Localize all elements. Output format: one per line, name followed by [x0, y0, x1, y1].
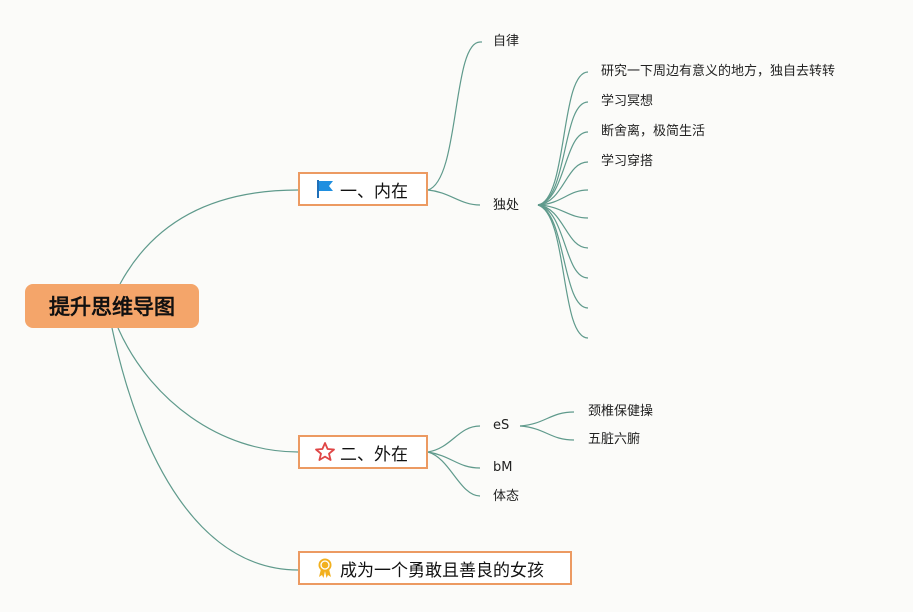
branch-goal-label: 成为一个勇敢且善良的女孩	[340, 560, 544, 581]
connector-inner-solitude	[427, 189, 481, 206]
award-ribbon-icon	[314, 557, 336, 579]
connector-inner-selfdiscipline	[427, 41, 481, 191]
node-bm[interactable]: bM	[493, 460, 513, 475]
node-es-item[interactable]: 颈椎保健操	[588, 404, 654, 419]
root-node[interactable]: 提升思维导图	[25, 284, 199, 328]
node-posture[interactable]: 体态	[493, 489, 520, 504]
connector-root-outer	[117, 327, 299, 453]
branch-outer-label: 二、外在	[340, 444, 408, 465]
branch-outer[interactable]: 二、外在	[298, 435, 428, 469]
node-solitude-item[interactable]: 学习穿搭	[601, 154, 654, 169]
node-es[interactable]: eS	[493, 418, 510, 433]
node-solitude-item[interactable]: 断舍离，极简生活	[601, 124, 706, 139]
flag-icon	[314, 178, 336, 200]
node-solitude-item[interactable]: 学习冥想	[601, 94, 654, 109]
branch-goal[interactable]: 成为一个勇敢且善良的女孩	[298, 551, 572, 585]
node-solitude[interactable]: 独处	[493, 198, 520, 213]
node-self-discipline[interactable]: 自律	[493, 34, 520, 49]
connector-root-inner	[119, 189, 299, 285]
node-solitude-item[interactable]: 研究一下周边有意义的地方，独自去转转	[601, 64, 836, 79]
node-es-item[interactable]: 五脏六腑	[588, 432, 641, 447]
branch-inner-label: 一、内在	[340, 181, 408, 202]
branch-inner[interactable]: 一、内在	[298, 172, 428, 206]
root-label: 提升思维导图	[49, 295, 175, 319]
connector-root-goal	[111, 327, 299, 571]
star-icon	[314, 441, 336, 463]
